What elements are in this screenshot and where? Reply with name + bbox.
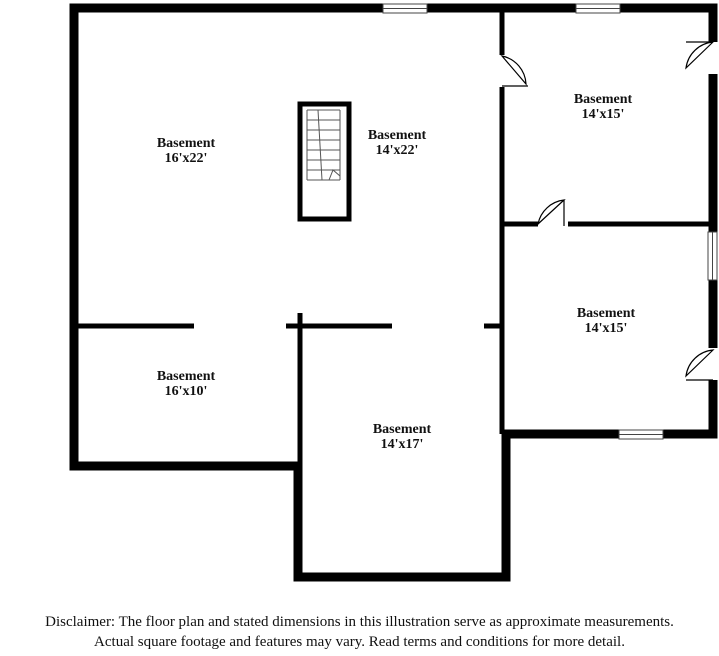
room-label-3: Basement 14'x15' [574,92,633,122]
stair-well [297,101,352,222]
door-right-top [685,41,718,74]
stairs [297,101,352,222]
room-label-1: Basement 16'x22' [157,136,216,166]
doors [499,41,718,381]
windows [382,3,718,440]
room-label-6: Basement 14'x17' [373,422,432,452]
door-right-lower [685,348,718,381]
room-name: Basement [157,136,216,151]
exterior-walls [69,3,718,582]
room-name: Basement [373,422,432,437]
room-label-5: Basement 16'x10' [157,369,216,399]
outer-wall-main [69,3,718,582]
door-center-wall [499,55,528,87]
disclaimer-line-1: Disclaimer: The floor plan and stated di… [45,614,674,630]
room-name: Basement [157,369,216,384]
window-bottom-right [618,429,664,440]
room-name: Basement [574,92,633,107]
stair-treads [306,109,341,181]
window-top-right [575,3,621,14]
floor-plan: Basement 16'x22' Basement 14'x22' Baseme… [69,3,718,582]
room-dims: 14'x15' [582,107,625,122]
room-dims: 16'x10' [165,384,208,399]
disclaimer-line-2: Actual square footage and features may v… [94,634,625,650]
room-dims: 14'x22' [376,143,419,158]
room-label-2: Basement 14'x22' [368,128,427,158]
room-dims: 14'x15' [585,321,628,336]
window-right-side [707,231,718,281]
room-name: Basement [577,306,636,321]
room-label-4: Basement 14'x15' [577,306,636,336]
room-dims: 14'x17' [381,437,424,452]
room-dims: 16'x22' [165,151,208,166]
window-top-left [382,3,428,14]
room-name: Basement [368,128,427,143]
disclaimer: Disclaimer: The floor plan and stated di… [0,612,719,652]
room-labels: Basement 16'x22' Basement 14'x22' Baseme… [157,92,636,452]
door-right-mid [537,199,566,226]
interior-walls [78,8,713,466]
